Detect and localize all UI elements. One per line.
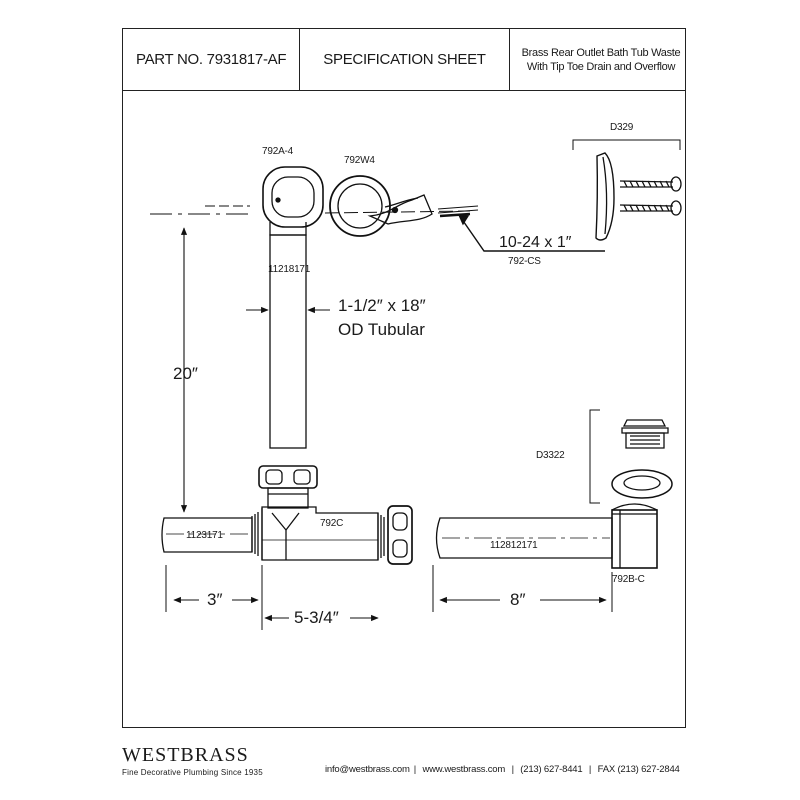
label-792w4: 792W4 (344, 155, 375, 166)
tee-coupling (258, 465, 318, 509)
label-tubular-size: 1-1/2″ x 18″ (338, 296, 426, 315)
drain-gasket (611, 469, 673, 499)
label-792c: 792C (320, 518, 344, 529)
left-tailpiece (161, 517, 253, 553)
label-od-tubular: OD Tubular (338, 320, 425, 339)
description-line-1: Brass Rear Outlet Bath Tub Waste (521, 46, 681, 59)
label-792a-4: 792A-4 (262, 146, 294, 157)
westbrass-logo: WESTBRASS Fine Decorative Plumbing Since… (122, 744, 263, 777)
separator: | (413, 764, 417, 775)
label-792b-c: 792B-C (612, 574, 645, 585)
website-link[interactable]: www.westbrass.com (422, 764, 506, 775)
dimension-tee-length: 5-3/4″ (294, 608, 339, 627)
label-1123171: 1123171 (186, 530, 223, 541)
description-line-2: With Tip Toe Drain and Overflow (526, 60, 676, 73)
separator: | (511, 764, 515, 775)
brand-tagline: Fine Decorative Plumbing Since 1935 (122, 768, 263, 777)
contact-info: info@westbrass.com| www.westbrass.com | … (325, 764, 684, 775)
brand-name: WESTBRASS (122, 744, 249, 766)
label-11218171: 11218171 (268, 264, 311, 275)
slip-nut (387, 505, 413, 565)
right-tailpiece (435, 517, 613, 559)
label-112812171: 112812171 (490, 540, 538, 551)
label-d329: D329 (610, 122, 634, 133)
sheet-title: SPECIFICATION SHEET (300, 28, 510, 91)
overflow-elbow (262, 166, 324, 236)
product-description: Brass Rear Outlet Bath Tub Waste With Ti… (510, 28, 686, 91)
faceplate-screws (619, 176, 682, 216)
fax-number: FAX (213) 627-2844 (597, 764, 680, 775)
spec-sheet-frame (122, 28, 686, 728)
overflow-gasket (329, 175, 433, 237)
phone-number: (213) 627-8441 (520, 764, 583, 775)
faceplate (595, 152, 615, 241)
dimension-right-length: 8″ (510, 590, 526, 609)
label-792-cs: 792-CS (508, 256, 541, 267)
spec-header: PART NO. 7931817-AF SPECIFICATION SHEET … (122, 28, 686, 91)
waste-shoe (611, 503, 658, 569)
dimension-left-length: 3″ (207, 590, 223, 609)
screw-pair (437, 205, 479, 218)
label-screw-size: 10-24 x 1″ (499, 234, 572, 251)
label-d3322: D3322 (536, 450, 565, 461)
separator: | (588, 764, 592, 775)
overflow-tubular (269, 234, 307, 449)
email-link[interactable]: info@westbrass.com (325, 764, 410, 775)
dimension-height: 20″ (173, 364, 198, 383)
part-number: PART NO. 7931817-AF (122, 28, 300, 91)
drain-stopper (621, 419, 669, 449)
tee-body (251, 506, 385, 561)
